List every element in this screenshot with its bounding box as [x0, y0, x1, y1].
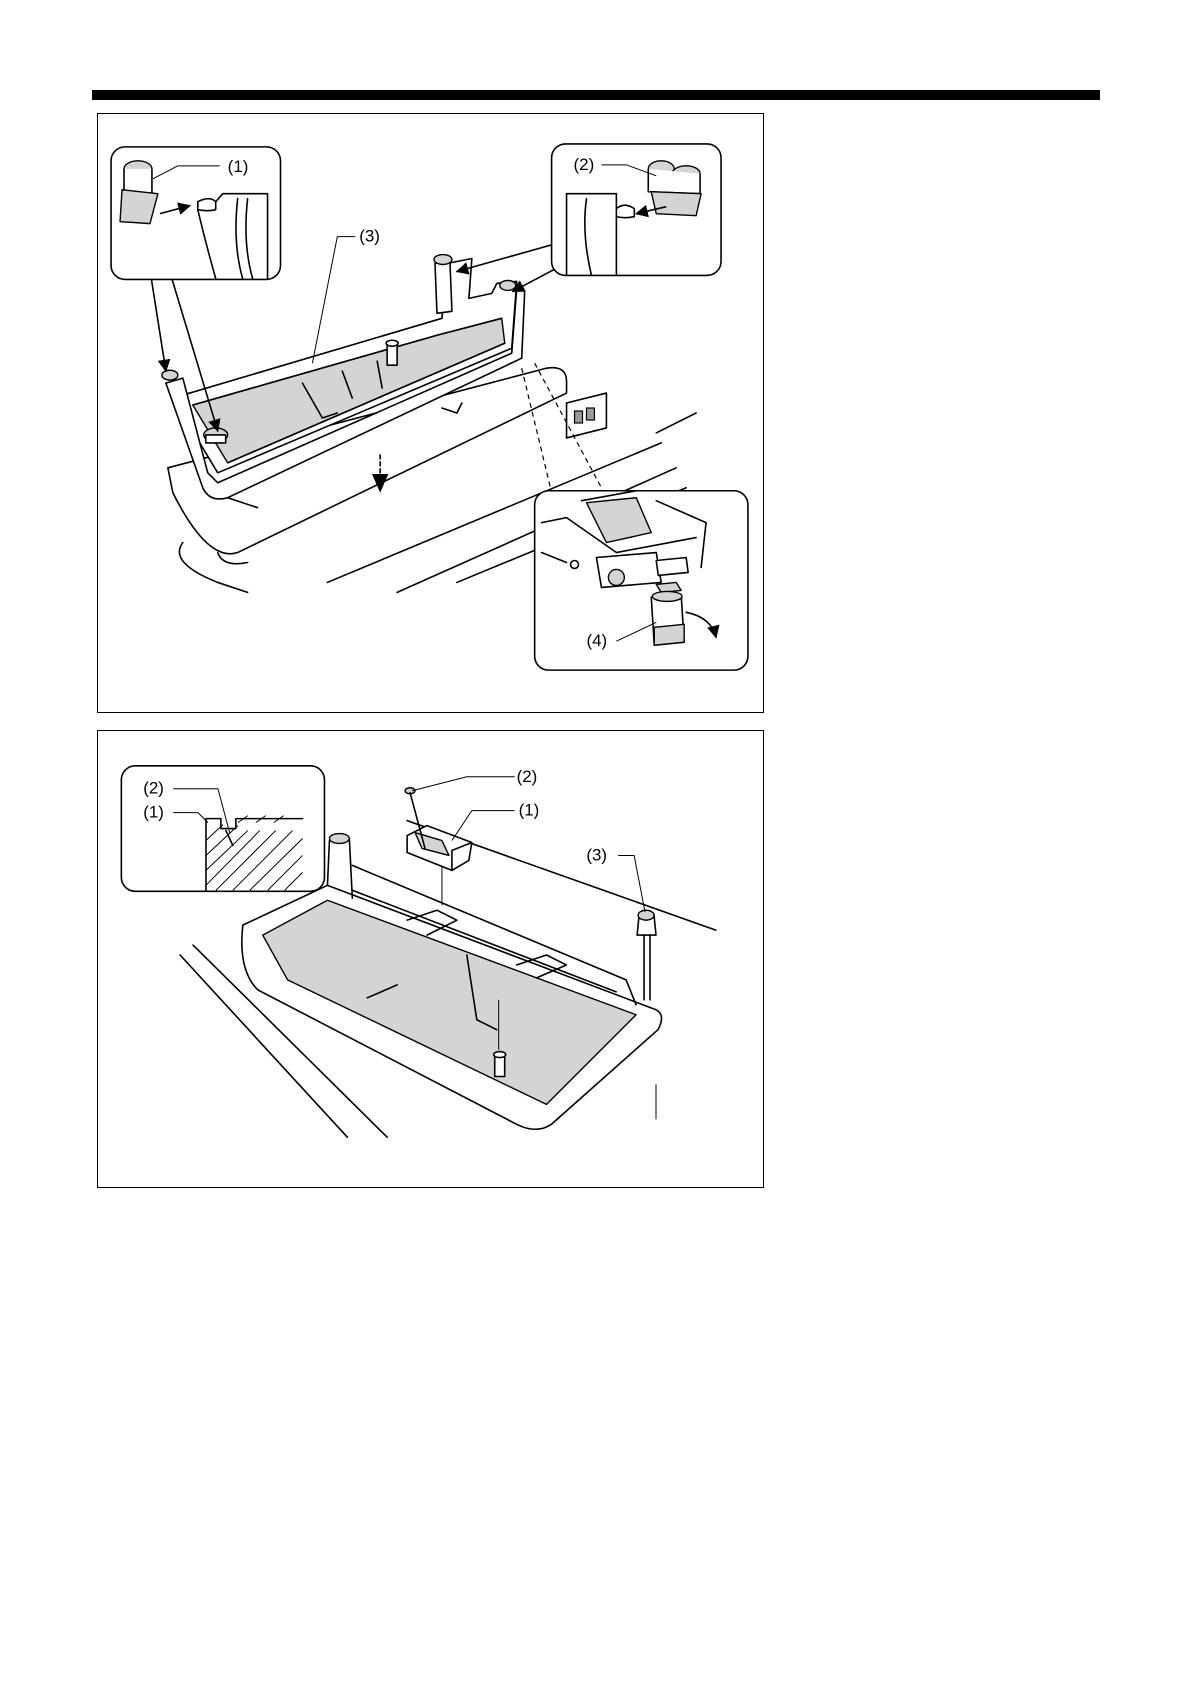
pin-3 [637, 910, 656, 1000]
detail-2-rubber-cushion: (2) [552, 144, 721, 276]
callout-1: (1) [228, 157, 249, 176]
figure-oil-pan-installation: (1) (2) (3) [97, 113, 764, 713]
pan-bracket [567, 393, 607, 438]
callout-2: (2) [517, 767, 538, 786]
figure-oil-pan-pins: (2) (1) (2) (1) (3) [97, 730, 764, 1188]
header-rule [92, 90, 1100, 100]
callout-3: (3) [586, 845, 607, 864]
oil-pan-pins-drawing: (2) (1) (2) (1) (3) [98, 731, 763, 1187]
callout-1: (1) [519, 801, 540, 820]
callout-3: (3) [359, 227, 380, 246]
callout-2: (2) [574, 155, 595, 174]
detail-4-oil-drain-cap: (4) [535, 491, 748, 670]
sponge-block [407, 826, 472, 871]
oil-pan-installation-drawing: (1) (2) (3) [98, 114, 763, 712]
detail-pin-cross-section: (2) (1) [121, 766, 324, 891]
detail-1-rubber-cushion: (1) [111, 147, 280, 280]
callout-4: (4) [586, 631, 607, 650]
callout-2-detail: (2) [143, 779, 164, 798]
callout-1-detail: (1) [143, 803, 164, 822]
